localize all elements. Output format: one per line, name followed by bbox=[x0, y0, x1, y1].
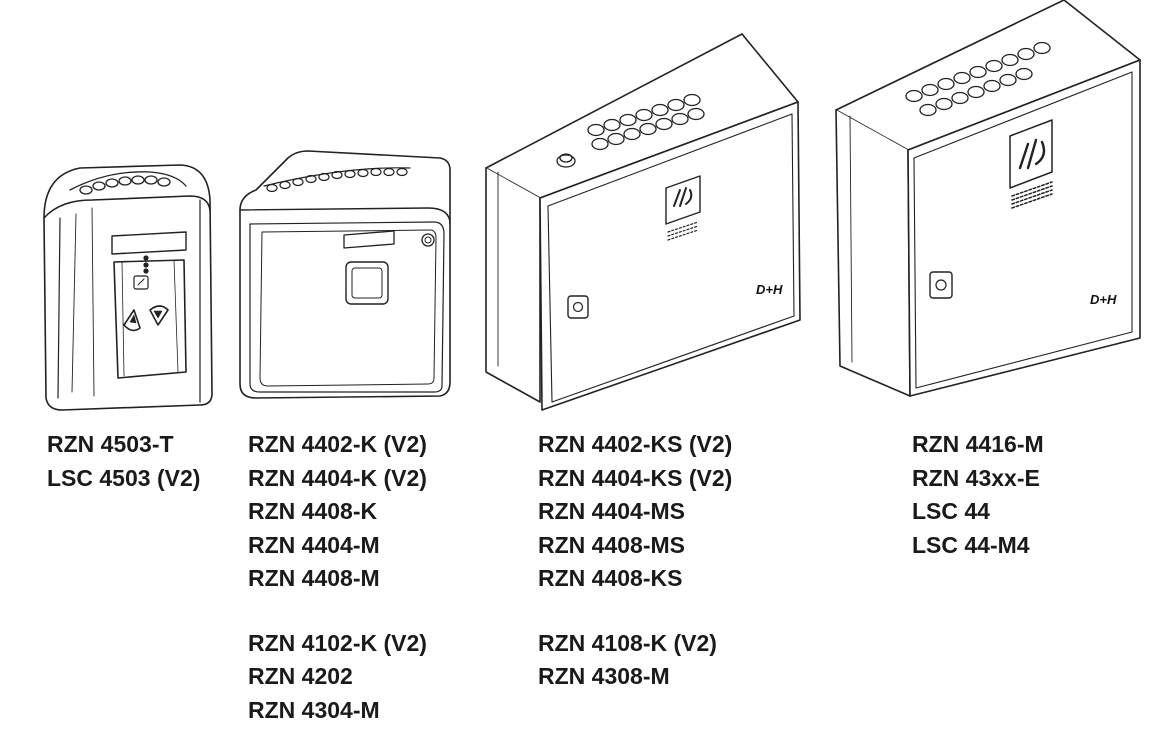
fire-logo-icon bbox=[1009, 119, 1053, 209]
model-list-wide-cabinet: RZN 4402-KS (V2) RZN 4404-KS (V2) RZN 44… bbox=[538, 428, 732, 694]
fire-logo-icon bbox=[665, 175, 701, 241]
model-list-tall-cabinet: RZN 4416-M RZN 43xx-E LSC 44 LSC 44-M4 bbox=[912, 428, 1044, 562]
model-label: RZN 43xx-E bbox=[912, 464, 1040, 491]
model-label: RZN 4404-MS bbox=[538, 498, 685, 524]
model-label: RZN 4304-M bbox=[248, 696, 380, 723]
model-label: LSC 44-M4 bbox=[912, 531, 1030, 558]
model-label: RZN 4404-K (V2) bbox=[248, 464, 427, 491]
wide-cabinet-cable-glands bbox=[556, 93, 705, 168]
model-label: LSC 4503 (V2) bbox=[47, 464, 201, 491]
model-label: RZN 4408-KS bbox=[538, 565, 683, 591]
group-spacer bbox=[538, 596, 732, 627]
model-label: RZN 4402-K (V2) bbox=[248, 431, 427, 457]
model-label: RZN 4404-M bbox=[248, 531, 380, 558]
tall-cabinet-drawing: D+H bbox=[835, 0, 1141, 397]
model-label: RZN 4108-K (V2) bbox=[538, 629, 717, 656]
key-switch-icon bbox=[421, 233, 435, 247]
model-label: RZN 4408-M bbox=[248, 565, 380, 591]
model-list-compact: RZN 4503-T LSC 4503 (V2) bbox=[47, 428, 200, 495]
model-label: RZN 4503-T bbox=[47, 431, 174, 457]
square-unit-drawing bbox=[239, 150, 451, 399]
brand-logo: D+H bbox=[756, 282, 783, 297]
square-vents bbox=[266, 167, 408, 193]
model-label: RZN 4408-K bbox=[248, 498, 378, 524]
group-spacer bbox=[248, 596, 427, 627]
door-lock-icon bbox=[929, 271, 953, 299]
brand-logo: D+H bbox=[1090, 292, 1117, 307]
model-label: RZN 4404-KS (V2) bbox=[538, 464, 733, 491]
compact-vents bbox=[79, 175, 171, 195]
compact-control-unit-drawing bbox=[43, 164, 213, 411]
model-label: RZN 4408-MS bbox=[538, 531, 685, 558]
tall-cabinet-cable-glands bbox=[905, 41, 1051, 117]
model-label: RZN 4402-KS (V2) bbox=[538, 431, 733, 457]
model-label: RZN 4308-M bbox=[538, 663, 670, 689]
model-label: RZN 4416-M bbox=[912, 431, 1044, 457]
model-label: RZN 4102-K (V2) bbox=[248, 629, 427, 656]
wide-cabinet-drawing: D+H bbox=[485, 33, 801, 411]
door-lock-icon bbox=[567, 295, 589, 319]
model-list-square: RZN 4402-K (V2) RZN 4404-K (V2) RZN 4408… bbox=[248, 428, 427, 727]
model-label: LSC 44 bbox=[912, 498, 990, 524]
model-label: RZN 4202 bbox=[248, 663, 353, 689]
